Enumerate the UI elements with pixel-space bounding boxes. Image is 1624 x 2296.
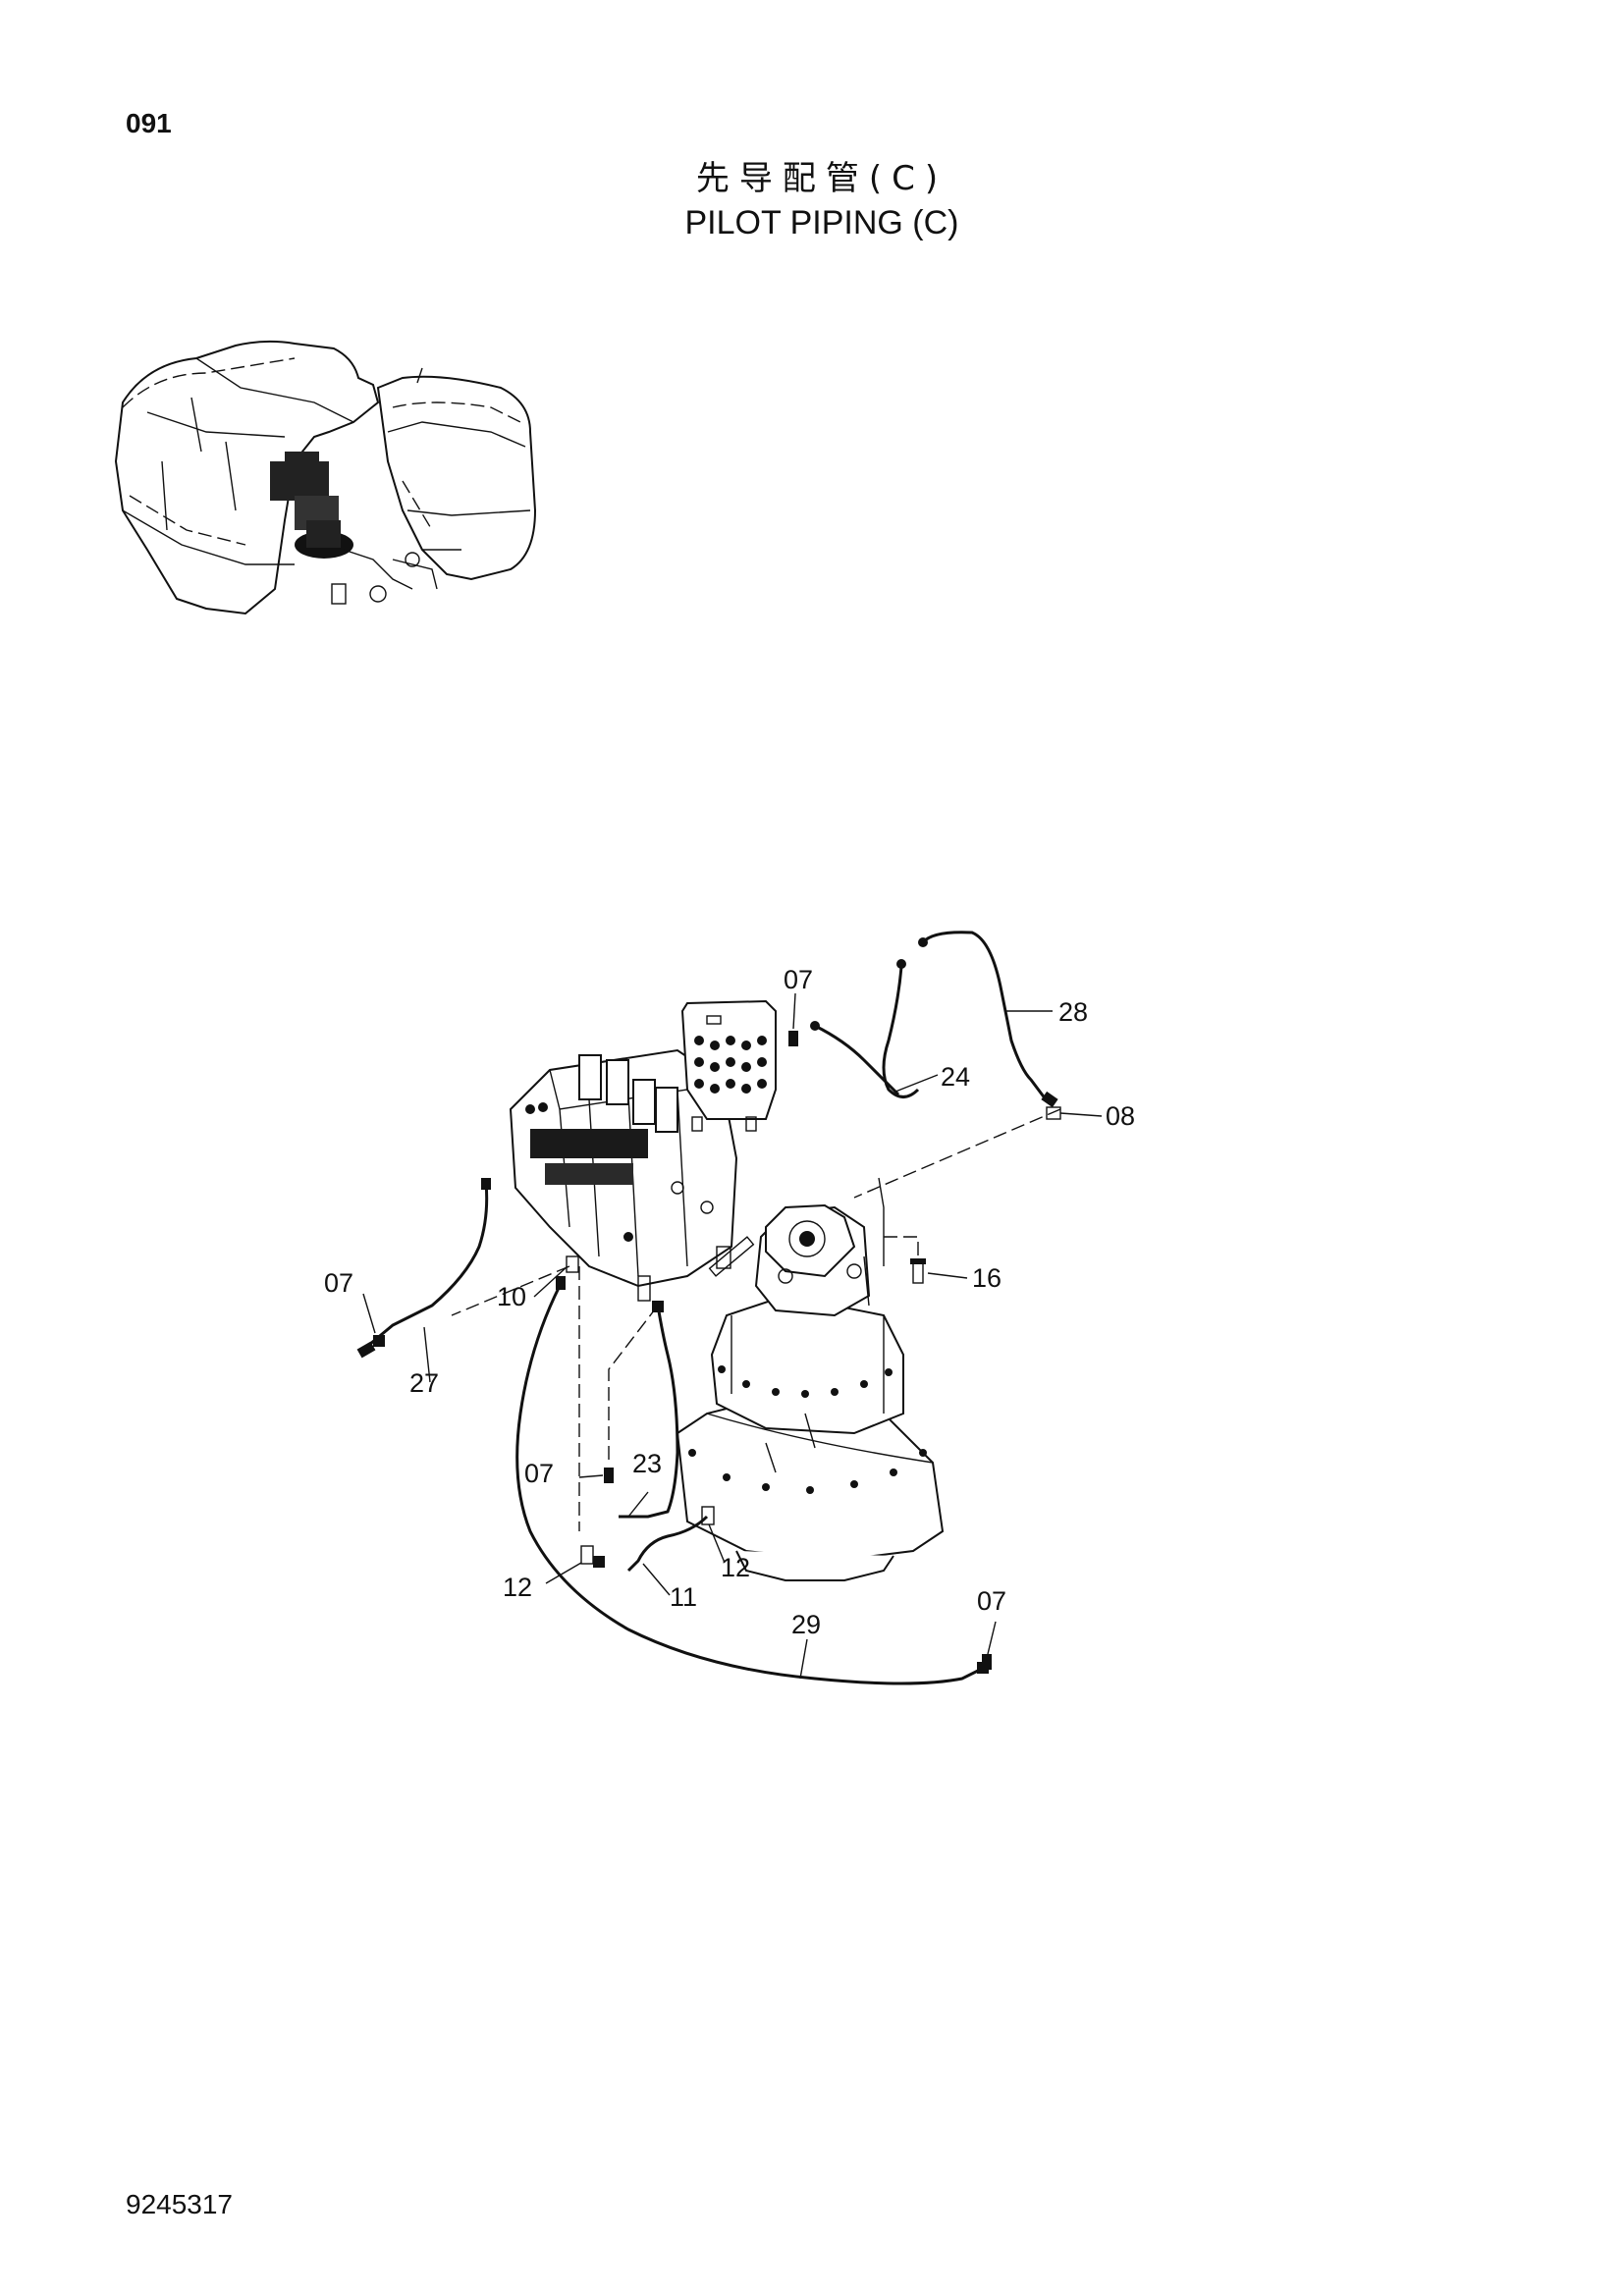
- hose-23: [619, 1301, 679, 1519]
- callout-07-top: 07: [784, 965, 813, 994]
- callout-27: 27: [409, 1368, 439, 1398]
- hose-27: [356, 1178, 491, 1359]
- locator-valve-highlight: [270, 452, 353, 559]
- fitting-12-right: [701, 1506, 715, 1525]
- fitting-12-left: [580, 1545, 594, 1565]
- fitting-08: [1046, 1106, 1061, 1120]
- callout-16: 16: [972, 1263, 1001, 1293]
- callout-10: 10: [497, 1282, 526, 1311]
- callout-12-right: 12: [721, 1553, 750, 1582]
- document-code: 9245317: [126, 2189, 234, 2219]
- page-number: 091: [126, 108, 172, 138]
- fitting-07-mid: [604, 1468, 614, 1483]
- callout-07-mid: 07: [524, 1459, 554, 1488]
- fitting-07-bottom: [982, 1654, 992, 1670]
- callout-12-left: 12: [503, 1573, 532, 1602]
- locator-view: [114, 340, 537, 615]
- leader-lines: [362, 992, 1103, 1680]
- callout-29: 29: [791, 1610, 821, 1639]
- callout-07-left: 07: [324, 1268, 353, 1298]
- fitting-07-left: [373, 1335, 385, 1347]
- control-valve: [509, 1048, 738, 1302]
- callout-28: 28: [1058, 997, 1088, 1027]
- swing-motor: [676, 1177, 945, 1581]
- page-title: PILOT PIPING (C): [684, 204, 959, 241]
- fitting-16: [910, 1258, 926, 1284]
- pilot-valve-block: [680, 999, 777, 1132]
- fitting-10: [566, 1255, 579, 1273]
- hose-24: [810, 959, 920, 1098]
- hose-11: [593, 1515, 709, 1573]
- callout-07-bottom: 07: [977, 1586, 1006, 1616]
- hose-28: [918, 931, 1058, 1108]
- callout-23: 23: [632, 1449, 662, 1478]
- fitting-07-top: [788, 1031, 798, 1046]
- page-title-chinese: 先导配管(C): [695, 159, 948, 198]
- callout-24: 24: [941, 1062, 970, 1092]
- callout-08: 08: [1106, 1101, 1135, 1131]
- callout-11: 11: [670, 1582, 697, 1612]
